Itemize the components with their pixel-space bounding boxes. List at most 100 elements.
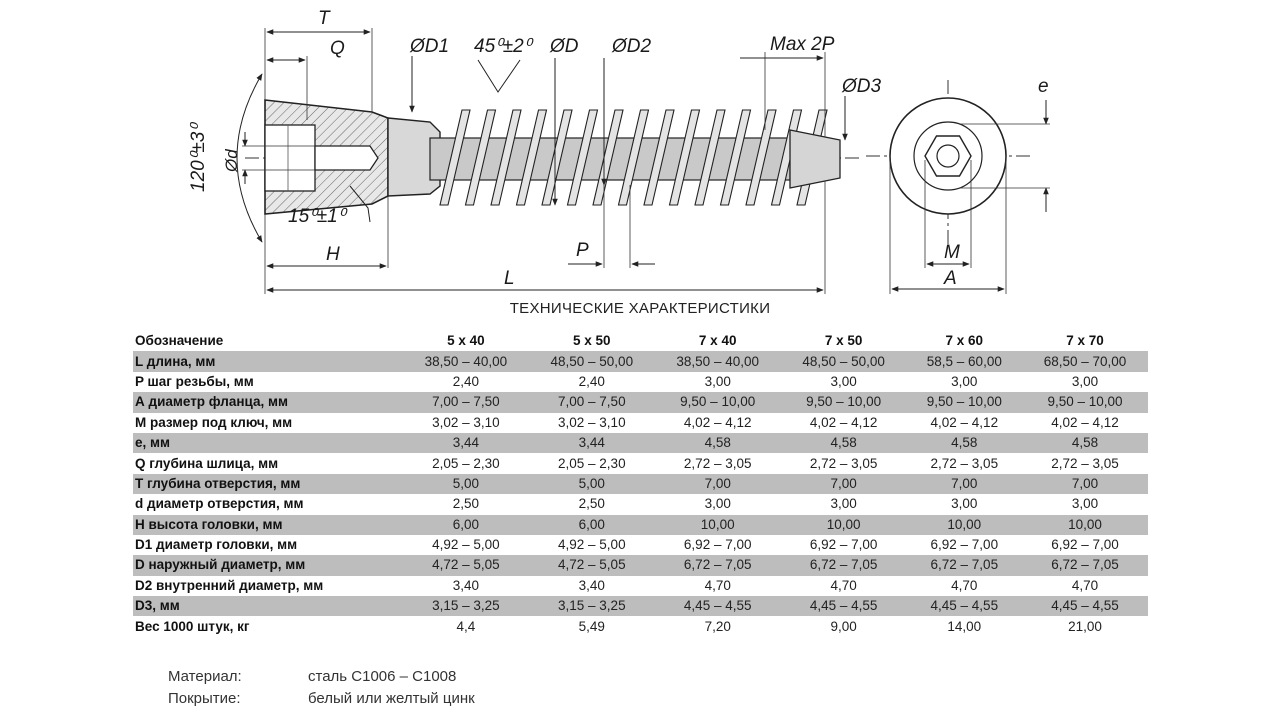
table-cell: 2,50 (402, 494, 529, 515)
table-cell: 6,72 – 7,05 (780, 555, 907, 576)
thread-flight (668, 109, 701, 206)
label-D2: ØD2 (611, 36, 652, 57)
table-cell: 4,70 (780, 575, 907, 597)
table-cell: 3,44 (528, 432, 655, 454)
table-cell: 6,72 – 7,05 (906, 555, 1023, 576)
row-label: Т глубина отверстия, мм (133, 473, 403, 495)
table-cell: 3,44 (402, 432, 529, 454)
row-label: е, мм (133, 432, 403, 454)
table-cell: 2,05 – 2,30 (528, 453, 655, 474)
table-cell: 2,72 – 3,05 (906, 453, 1023, 474)
thread-flight (541, 109, 573, 206)
table-cell: 3,15 – 3,25 (402, 596, 529, 617)
table-cell: 10,00 (654, 514, 781, 535)
row-label: D1 диаметр головки, мм (133, 534, 403, 556)
table-cell: 9,50 – 10,00 (654, 392, 781, 413)
row-label: P шаг резьбы, мм (133, 371, 403, 393)
table-cell: 3,00 (654, 371, 781, 393)
table-cell: 48,50 – 50,00 (780, 351, 907, 372)
table-cell: 6,72 – 7,05 (654, 555, 781, 576)
row-label: D3, мм (133, 596, 403, 617)
table-cell: 3,40 (402, 575, 529, 597)
note-value: белый или желтый цинк (308, 690, 475, 707)
table-cell: 6,72 – 7,05 (1022, 555, 1148, 576)
table-cell: 9,00 (780, 616, 907, 637)
table-cell: 4,72 – 5,05 (402, 555, 529, 576)
table-cell: 2,72 – 3,05 (654, 453, 781, 474)
screw-tip (789, 129, 841, 189)
table-cell: 14,00 (906, 616, 1023, 637)
note-row: Материал:сталь С1006 – С1008 (168, 666, 475, 688)
screw-technical-drawing: T Q ØD1 45⁰±2⁰ ØD ØD2 Max 2P ØD3 120⁰±3⁰… (188, 8, 1050, 294)
label-d: Ød (222, 149, 241, 173)
label-L: L (504, 268, 515, 289)
table-cell: 6,92 – 7,00 (1022, 534, 1148, 556)
table-cell: 6,00 (528, 514, 655, 535)
table-cell: 4,4 (402, 616, 529, 637)
thread-flight (566, 109, 599, 206)
table-cell: 3,00 (780, 494, 907, 515)
label-M: M (944, 242, 960, 263)
table-cell: 10,00 (1022, 514, 1148, 535)
label-D: ØD (549, 36, 579, 57)
row-label: А диаметр фланца, мм (133, 392, 403, 413)
table-cell: 4,02 – 4,12 (654, 412, 781, 433)
column-header-size: 7 х 50 (824, 333, 863, 349)
row-label: Q глубина шлица, мм (133, 453, 403, 474)
table-cell: 7,00 – 7,50 (528, 392, 655, 413)
thread-flight (464, 109, 497, 206)
column-header-size: 5 х 50 (573, 333, 611, 349)
table-cell: 4,58 (906, 432, 1023, 454)
thread-flight (719, 109, 752, 206)
table-cell: 10,00 (906, 514, 1023, 535)
table-cell: 4,02 – 4,12 (906, 412, 1023, 433)
table-cell: 3,15 – 3,25 (528, 596, 655, 617)
table-cell: 3,00 (654, 494, 781, 515)
table-cell: 6,00 (402, 514, 529, 535)
table-cell: 2,50 (528, 494, 655, 515)
label-angle15: 15⁰±1⁰ (288, 206, 348, 227)
label-e: e (1038, 76, 1049, 97)
thread-flight (745, 109, 777, 206)
note-key: Покрытие: (168, 690, 241, 707)
table-cell: 7,00 (906, 473, 1023, 495)
row-label: D2 внутренний диаметр, мм (133, 575, 403, 597)
column-header-size: 7 х 60 (945, 333, 984, 349)
note-row: Покрытие: белый или желтый цинк (168, 688, 475, 710)
table-cell: 4,45 – 4,55 (1022, 596, 1148, 617)
table-cell: 68,50 – 70,00 (1022, 351, 1148, 372)
row-label: H высота головки, мм (133, 514, 403, 535)
table-cell: 9,50 – 10,00 (1022, 392, 1148, 413)
label-A: A (943, 268, 957, 289)
table-cell: 48,50 – 50,00 (528, 351, 655, 372)
table-cell: 9,50 – 10,00 (780, 392, 907, 413)
table-cell: 3,00 (780, 371, 907, 393)
table-title: ТЕХНИЧЕСКИЕ ХАРАКТЕРИСТИКИ (509, 300, 771, 317)
label-Q: Q (330, 38, 345, 59)
table-cell: 6,92 – 7,00 (654, 534, 781, 556)
screw-head-section (264, 99, 389, 215)
table-cell: 4,58 (654, 432, 781, 454)
table-cell: 4,02 – 4,12 (780, 412, 907, 433)
label-D3: ØD3 (841, 76, 882, 97)
label-H: H (326, 244, 340, 265)
table-cell: 6,92 – 7,00 (906, 534, 1023, 556)
label-D1: ØD1 (409, 36, 449, 57)
table-cell: 3,02 – 3,10 (528, 412, 655, 433)
table-cell: 7,20 (654, 616, 781, 637)
table-cell: 6,92 – 7,00 (780, 534, 907, 556)
table-cell: 4,45 – 4,55 (906, 596, 1023, 617)
